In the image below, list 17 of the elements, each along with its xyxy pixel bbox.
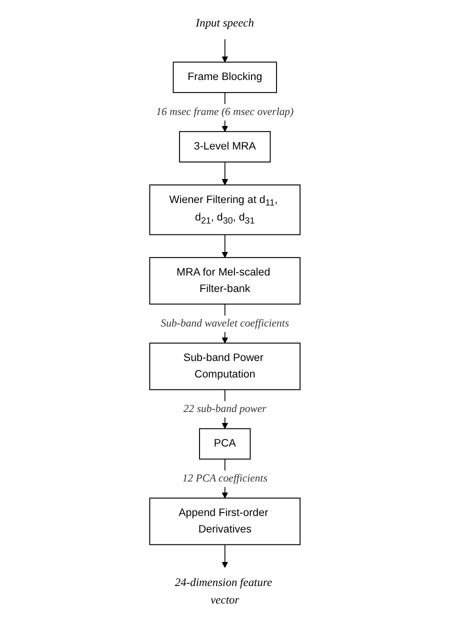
node-text: 24-dimension feature vector bbox=[174, 576, 272, 606]
node-box: Frame Blocking bbox=[172, 62, 277, 94]
node-box: PCA bbox=[198, 428, 250, 460]
node-box: Wiener Filtering at d$_{11}$, d$_{21}$, d$_{30}$, d$_{31}$ bbox=[148, 184, 300, 236]
edge-label: 22 sub-band power bbox=[183, 403, 266, 415]
node-box: 3-Level MRA bbox=[178, 131, 270, 162]
arrow bbox=[221, 38, 228, 62]
node-box: MRA for Mel-scaled Filter-bank bbox=[148, 257, 300, 305]
arrow bbox=[221, 544, 228, 568]
node-box: Sub-band Power Computation bbox=[148, 342, 300, 390]
node-text: Input speech bbox=[195, 17, 254, 30]
node-box: Append First-order Derivatives bbox=[148, 498, 300, 546]
arrow bbox=[221, 234, 228, 258]
edge-label: 16 msec frame (6 msec overlap) bbox=[156, 106, 294, 118]
arrow bbox=[221, 162, 228, 186]
edge-label: Sub-band wavelet coefficients bbox=[160, 318, 289, 330]
edge-label: 12 PCA coefficients bbox=[182, 472, 268, 484]
